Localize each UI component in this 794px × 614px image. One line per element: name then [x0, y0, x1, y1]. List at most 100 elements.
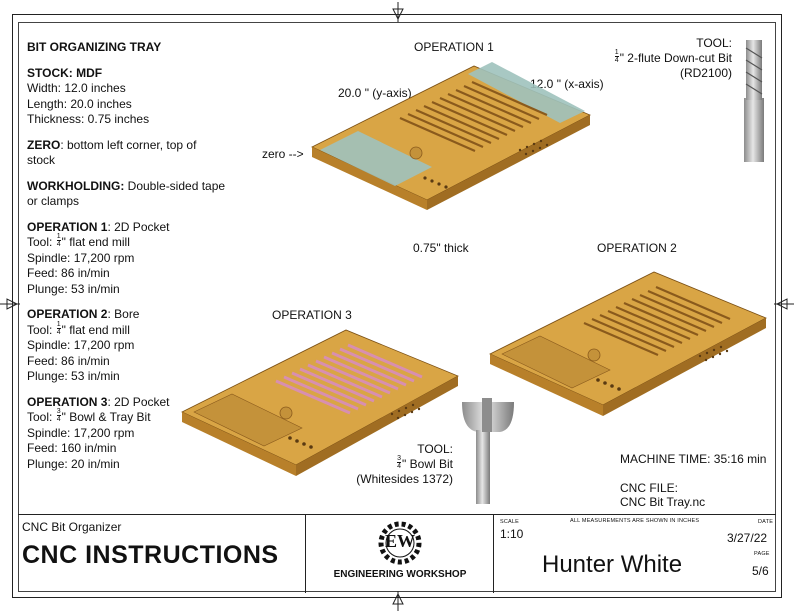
- page-label: PAGE: [754, 551, 770, 557]
- tool1-desc: " 2-flute Down-cut Bit: [619, 51, 732, 65]
- op1-tool-name: " flat end mill: [61, 235, 130, 249]
- op2-tool-prefix: Tool:: [27, 322, 56, 337]
- page-value: 5/6: [752, 564, 769, 578]
- tool1-heading: TOOL:: [696, 36, 732, 50]
- op1-highlight-left: [320, 131, 432, 186]
- cnc-file-heading: CNC FILE:: [620, 481, 679, 495]
- workholding-info: WORKHOLDING: Double-sided tape or clamps: [27, 179, 227, 210]
- frac-den: 4: [56, 327, 61, 336]
- frac-num: 1: [614, 49, 619, 57]
- info-cell: SCALE 1:10 ALL MEASUREMENTS ARE SHOWN IN…: [494, 515, 776, 593]
- stock-width: Width: 12.0 inches: [27, 81, 126, 95]
- title-block: CNC Bit Organizer CNC INSTRUCTIONS EW EN…: [18, 514, 776, 593]
- op3-spindle: Spindle: 17,200 rpm: [27, 425, 135, 440]
- op2-header: OPERATION 2: Bore: [27, 307, 227, 323]
- spec-panel: BIT ORGANIZING TRAY STOCK: MDF Width: 12…: [27, 40, 227, 472]
- left-center-marker: [0, 298, 20, 313]
- zero-text: : bottom left corner, top of stock: [27, 137, 197, 168]
- project-name: CNC Bit Organizer: [22, 520, 122, 534]
- downcut-bit-image: [744, 40, 764, 162]
- bowl-bit-image: [462, 398, 514, 504]
- op3-slots: [275, 343, 423, 415]
- tool2-code: (Whitesides 1372): [356, 472, 453, 487]
- logo-text: ENGINEERING WORKSHOP: [333, 569, 467, 580]
- workholding-heading: WORKHOLDING:: [27, 178, 125, 193]
- op2-type: : Bore: [107, 307, 140, 321]
- op1-plunge: Plunge: 53 in/min: [27, 281, 120, 296]
- machine-time: MACHINE TIME: 35:16 min: [620, 452, 767, 466]
- op2-tray: [489, 271, 767, 416]
- date-value: 3/27/22: [727, 531, 768, 545]
- stock-length: Length: 20.0 inches: [27, 96, 132, 111]
- author-name: Hunter White: [542, 551, 683, 578]
- op1-tray: [311, 62, 591, 210]
- frac-num: 3: [56, 408, 61, 416]
- thickness-label: 0.75" thick: [413, 241, 469, 255]
- op1-type: : 2D Pocket: [107, 219, 170, 234]
- drawing-border: [18, 22, 776, 592]
- logo-letters: EW: [384, 531, 415, 551]
- doc-title: CNC INSTRUCTIONS: [22, 541, 279, 569]
- title-cell: CNC Bit Organizer CNC INSTRUCTIONS: [18, 515, 306, 593]
- op1-diagram-title: OPERATION 1: [414, 40, 494, 54]
- op2-diagram-title: OPERATION 2: [597, 241, 677, 255]
- op2-spindle: Spindle: 17,200 rpm: [27, 338, 135, 352]
- op3-tool-prefix: Tool:: [27, 410, 56, 424]
- top-center-marker: [392, 2, 404, 25]
- tool2-desc: " Bowl Bit: [402, 457, 453, 471]
- bottom-center-marker: [392, 591, 404, 614]
- op3-feed: Feed: 160 in/min: [27, 441, 117, 455]
- op3-holes: [288, 403, 421, 449]
- frac-den: 4: [614, 56, 619, 65]
- op1-heading: OPERATION 1: [27, 219, 108, 234]
- right-center-marker: [774, 298, 794, 313]
- stock-heading: STOCK: MDF: [27, 65, 103, 80]
- op3-type: : 2D Pocket: [107, 394, 170, 409]
- op1-highlight-right: [468, 62, 585, 123]
- zero-label: zero -->: [262, 147, 304, 161]
- op3-tray: [181, 329, 459, 476]
- op3-tool-name: " Bowl & Tray Bit: [61, 410, 151, 424]
- tool1-code: (RD2100): [679, 66, 732, 81]
- op2-plunge: Plunge: 53 in/min: [27, 369, 120, 383]
- frac-num: 1: [56, 320, 61, 328]
- zero-heading: ZERO: [27, 137, 61, 152]
- date-label: DATE: [758, 519, 774, 525]
- x-axis-label: 12.0 " (x-axis): [530, 77, 604, 91]
- tool2-heading: TOOL:: [417, 442, 453, 456]
- op2-heading: OPERATION 2: [27, 307, 108, 321]
- op3-header: OPERATION 3: 2D Pocket: [27, 395, 227, 411]
- op3-heading: OPERATION 3: [27, 394, 108, 409]
- zero-info: ZERO: bottom left corner, top of stock: [27, 138, 227, 169]
- op1-header: OPERATION 1: 2D Pocket: [27, 220, 227, 236]
- op2-holes: [596, 345, 729, 391]
- op1-spindle: Spindle: 17,200 rpm: [27, 250, 135, 265]
- op2-tool-name: " flat end mill: [61, 322, 130, 337]
- frac-num: 3: [397, 455, 402, 463]
- frac-num: 1: [56, 233, 61, 241]
- op3-diagram-title: OPERATION 3: [272, 308, 352, 322]
- op3-plunge: Plunge: 20 in/min: [27, 456, 120, 471]
- frac-den: 4: [56, 240, 61, 249]
- logo-cell: EW ENGINEERING WORKSHOP: [306, 515, 494, 593]
- frac-den: 4: [397, 462, 402, 471]
- cnc-file-name: CNC Bit Tray.nc: [620, 495, 706, 509]
- op1-holes: [423, 139, 549, 189]
- frac-den: 4: [56, 415, 61, 424]
- scale-value: 1:10: [500, 527, 524, 541]
- y-axis-label: 20.0 " (y-axis): [338, 86, 412, 100]
- scale-label: SCALE: [500, 519, 520, 525]
